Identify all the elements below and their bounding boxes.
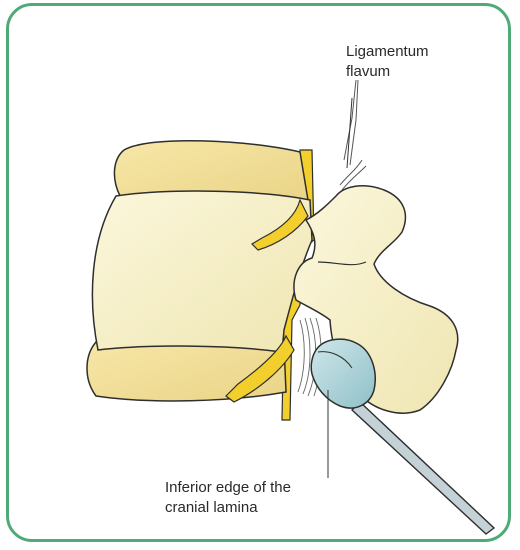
- ligamentum-flavum-label-line2: flavum: [346, 62, 429, 82]
- inferior-edge-label-line2: cranial lamina: [165, 498, 291, 518]
- inferior-edge-label: Inferior edge of the cranial lamina: [165, 478, 291, 518]
- instrument-shaft: [352, 402, 494, 534]
- ligamentum-flavum-label-line1: Ligamentum: [346, 42, 429, 62]
- inferior-edge-label-line1: Inferior edge of the: [165, 478, 291, 498]
- ligamentum-flavum-label: Ligamentum flavum: [346, 42, 429, 82]
- vertebral-body: [92, 191, 312, 352]
- ligamentum-flavum-strands: [340, 80, 366, 190]
- instrument-tip: [311, 339, 375, 408]
